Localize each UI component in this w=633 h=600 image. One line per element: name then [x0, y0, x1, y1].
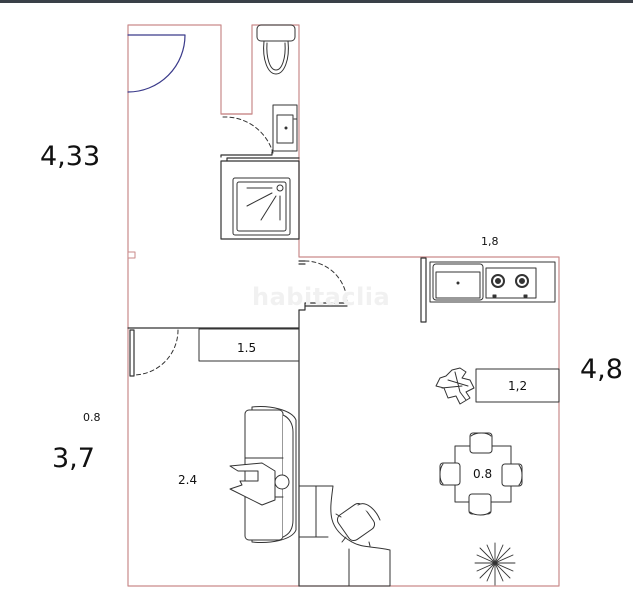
dimension-right-height: 4,8 — [580, 354, 623, 385]
kitchen-sink-icon — [456, 281, 460, 285]
shower-icon — [232, 177, 291, 236]
stove-icon — [485, 267, 537, 299]
shelf — [198, 328, 300, 362]
entrance-door — [127, 34, 186, 93]
dimension-lower-height: 3,7 — [52, 443, 95, 474]
shelf-label: 1.5 — [237, 341, 257, 355]
sink-icon — [272, 104, 298, 152]
office-chair-icon — [335, 502, 381, 547]
toilet-icon — [256, 24, 296, 75]
plant-icon — [474, 542, 516, 586]
dining-table-label: 0.8 — [473, 467, 493, 481]
dimension-kitchen-width: 1,8 — [481, 235, 499, 248]
dimension-upper-height: 4,33 — [40, 141, 101, 172]
top-bar — [0, 0, 633, 3]
person-icon — [229, 462, 290, 506]
watermark: habitaclia — [252, 283, 391, 311]
door-swings — [133, 116, 348, 376]
desk-icon — [298, 485, 391, 587]
sofa-area-label: 2.4 — [178, 473, 198, 487]
kitchen-counter — [429, 261, 556, 303]
counter-label: 1,2 — [508, 379, 528, 393]
counter — [475, 368, 560, 403]
dimension-left-small: 0.8 — [83, 411, 101, 424]
wall-notch — [127, 251, 136, 259]
plant-icon — [435, 367, 475, 405]
chair-icon — [439, 432, 523, 516]
internal-walls — [127, 151, 427, 587]
